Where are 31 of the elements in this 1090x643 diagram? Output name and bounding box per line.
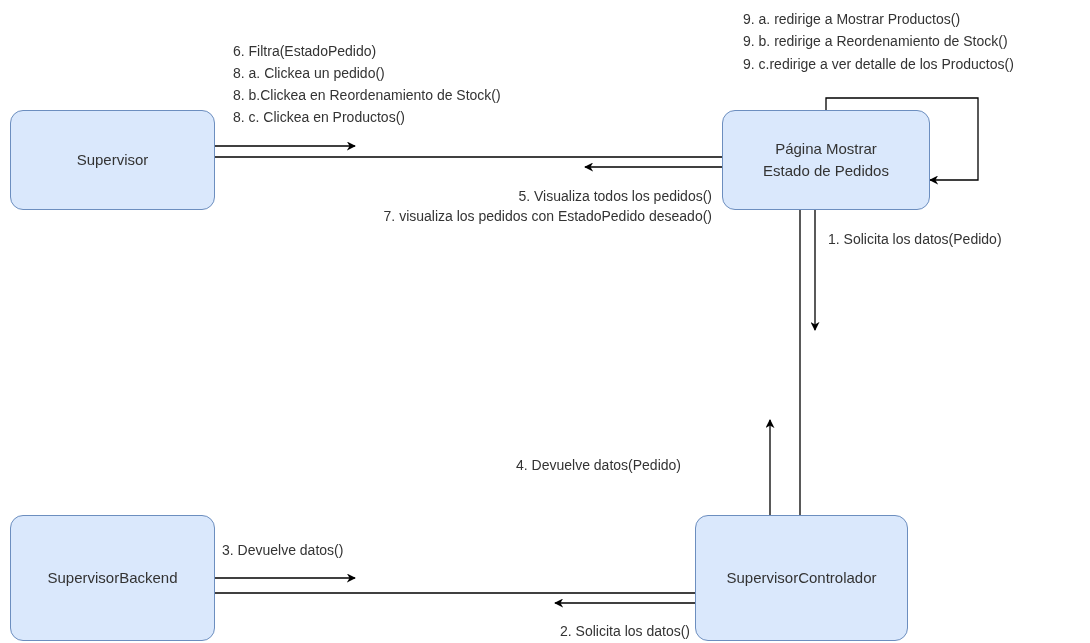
message-arrow [214, 141, 356, 151]
message-label: 4. Devuelve datos(Pedido) [516, 456, 681, 474]
object-box [10, 110, 215, 210]
message-label: 8. b.Clickea en Reordenamiento de Stock() [233, 86, 501, 104]
message-arrow [765, 419, 775, 516]
message-arrow [554, 598, 696, 608]
link-line [214, 156, 723, 158]
object-box [722, 110, 930, 210]
message-label: 5. Visualiza todos los pedidos() [518, 187, 712, 205]
object-name: SupervisorBackend [46, 568, 179, 588]
object-name: Página Mostrar Estado de Pedidos [762, 139, 890, 181]
link-line [799, 209, 801, 516]
message-arrow [584, 162, 723, 172]
message-label: 9. b. redirige a Reordenamiento de Stock() [743, 32, 1008, 50]
message-label: 2. Solicita los datos() [560, 622, 690, 640]
message-label: 8. c. Clickea en Productos() [233, 108, 405, 126]
object-name: SupervisorControlador [725, 568, 878, 588]
object-box [695, 515, 908, 641]
message-label: 8. a. Clickea un pedido() [233, 64, 385, 82]
message-label: 9. c.redirige a ver detalle de los Productos() [743, 55, 1014, 73]
object-box [10, 515, 215, 641]
link-line [214, 592, 696, 594]
message-label: 6. Filtra(EstadoPedido) [233, 42, 377, 60]
message-label: 9. a. redirige a Mostrar Productos() [743, 10, 961, 28]
message-label: 1. Solicita los datos(Pedido) [828, 230, 1002, 248]
self-loop-arrow [825, 97, 979, 185]
message-label: 3. Devuelve datos() [222, 541, 344, 559]
object-name: Supervisor [75, 150, 150, 170]
message-label: 7. visualiza los pedidos con EstadoPedido deseado() [383, 207, 712, 225]
message-arrow [214, 573, 356, 583]
message-arrow [810, 209, 820, 331]
